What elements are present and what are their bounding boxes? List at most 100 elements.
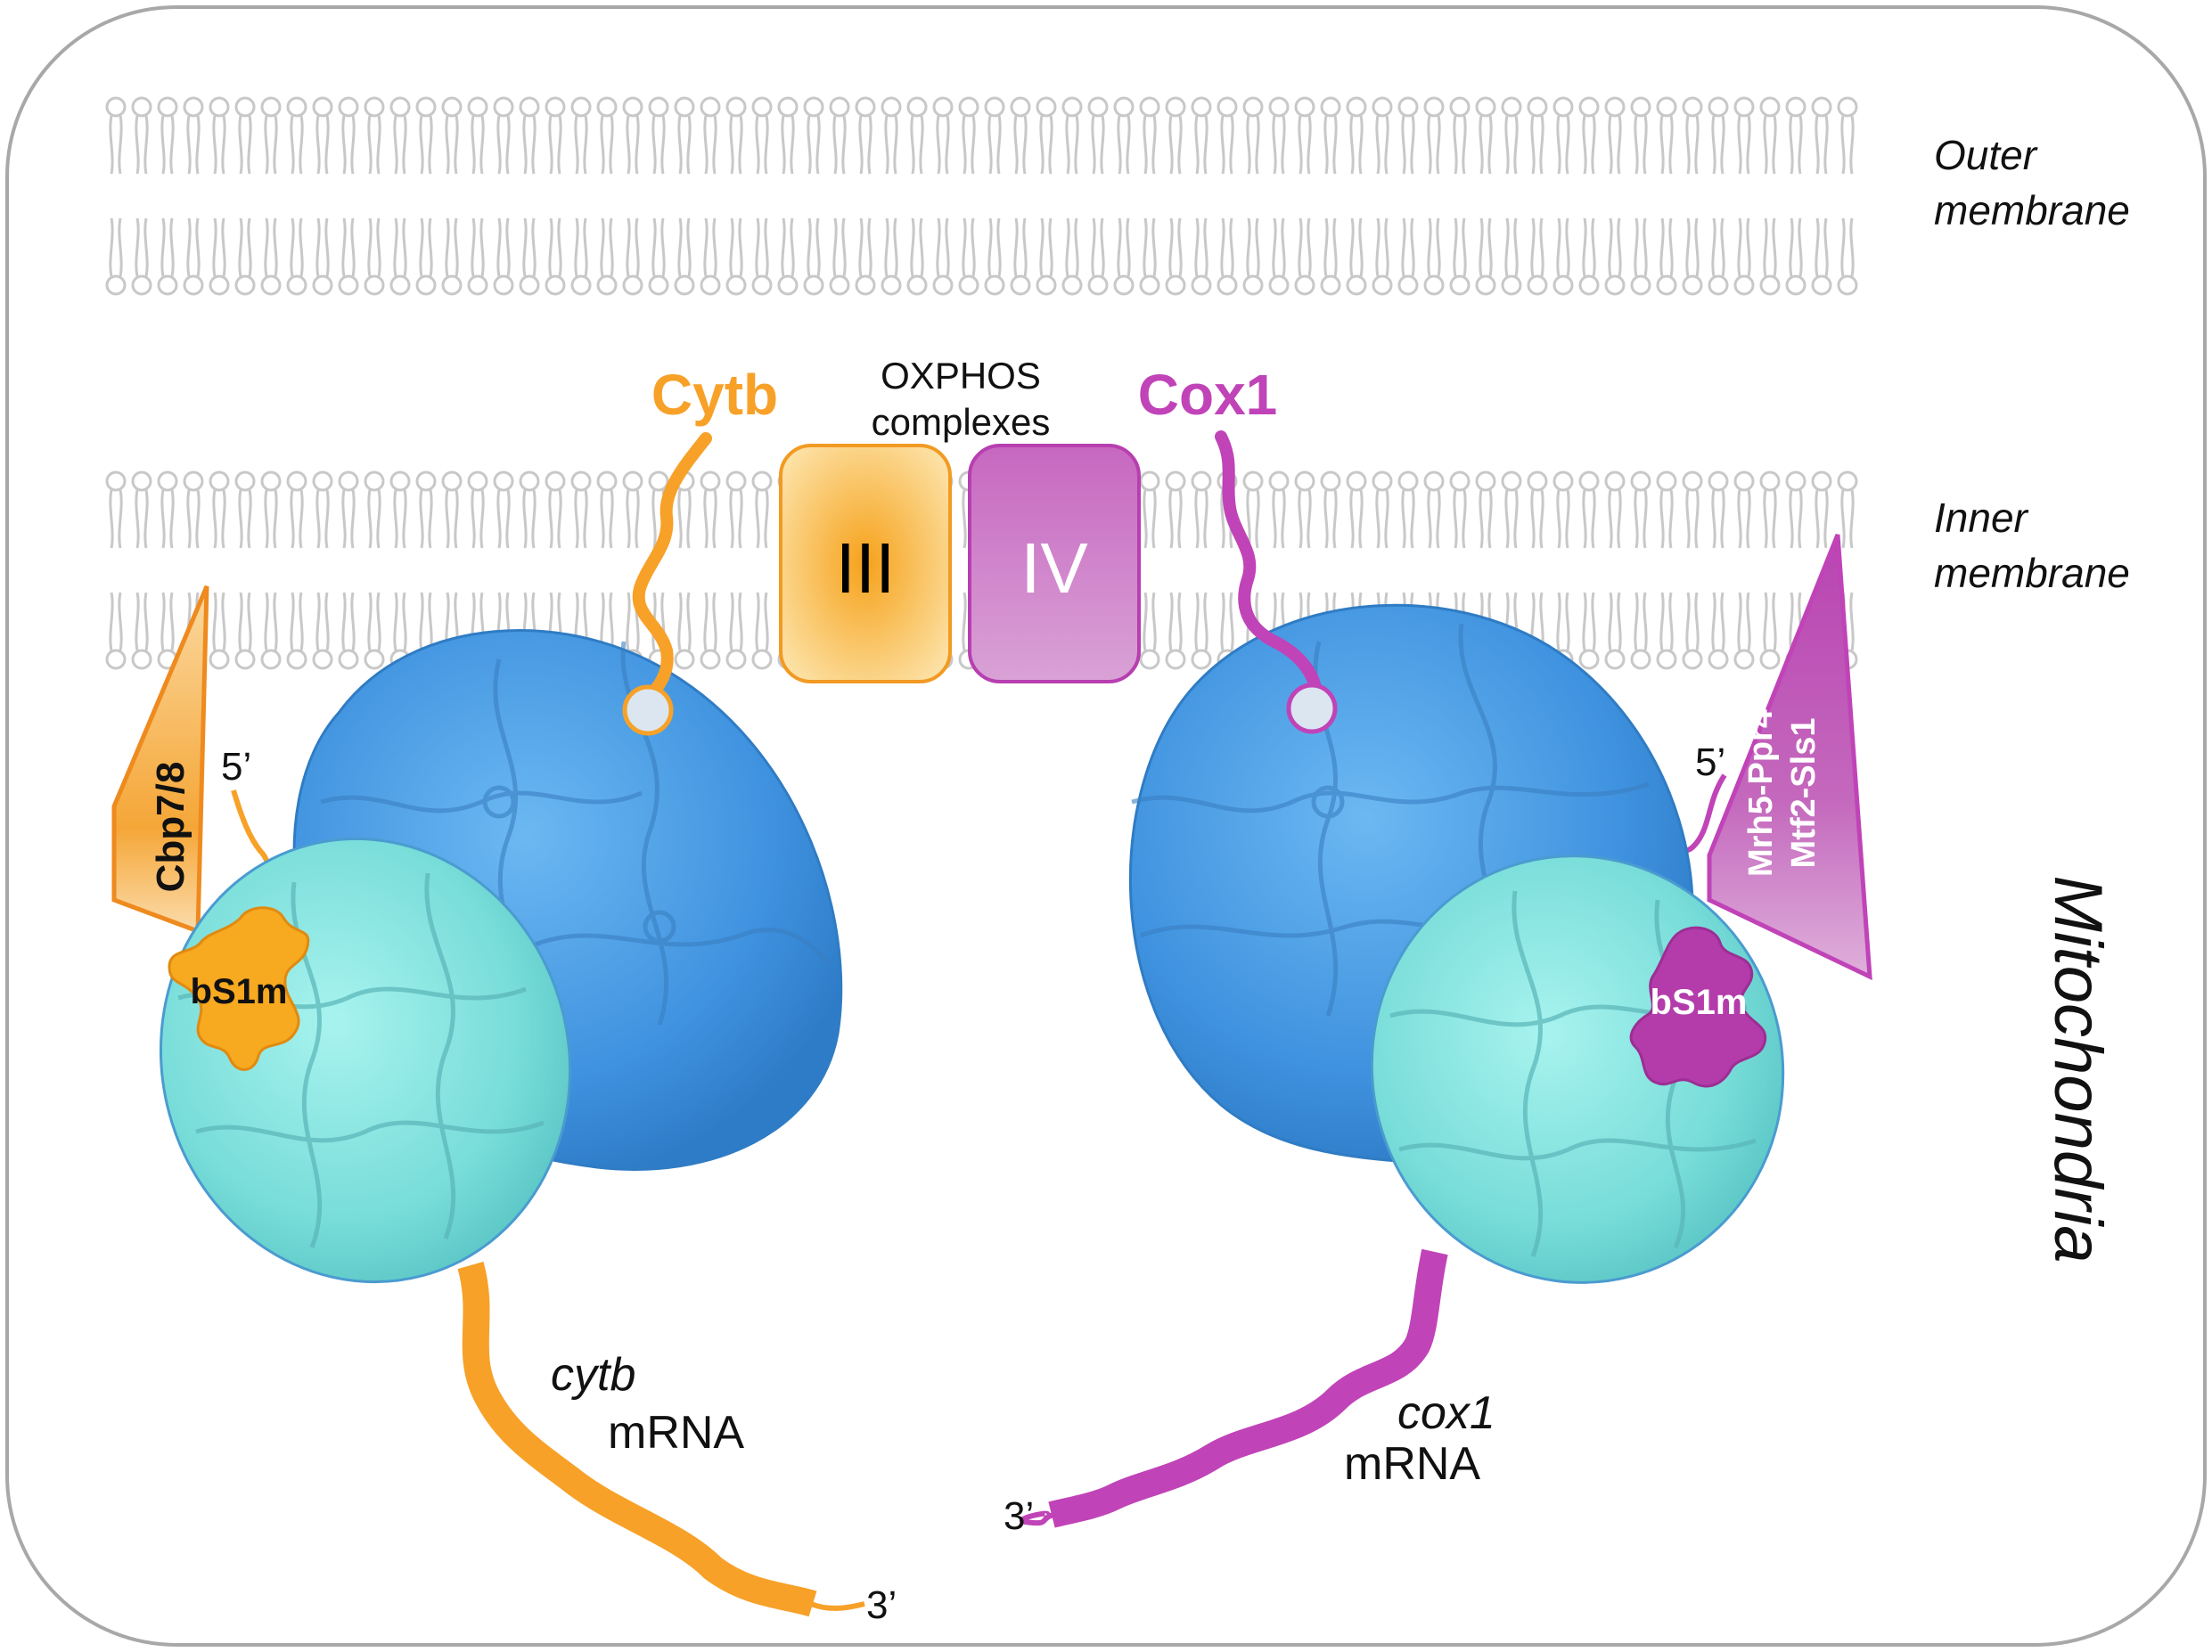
lipid-tail (341, 217, 347, 277)
lipid-head (1501, 96, 1522, 118)
lipid-tail (238, 489, 243, 549)
lipid-tail (471, 489, 476, 549)
lipid-head (1191, 96, 1212, 118)
lipid-tail (686, 115, 692, 175)
lipid-tail (350, 217, 356, 277)
outer-membrane-label-line1: Outer (1934, 132, 2038, 178)
lipid-tail (1487, 489, 1493, 549)
lipid-tail (1255, 489, 1260, 549)
lipid-tail (677, 489, 683, 549)
lipid-tail (341, 592, 347, 651)
lipid-tail (402, 489, 407, 549)
lipid-tail (1789, 489, 1794, 549)
lipid-tail (1479, 115, 1484, 175)
lipid-tail (471, 115, 476, 175)
cytb-nascent-chain (632, 432, 712, 710)
lipid-tail (936, 115, 941, 175)
lipid-tail (109, 115, 114, 175)
lipid-tail (712, 489, 717, 549)
lipid-tail (1151, 115, 1157, 175)
lipid-head (829, 96, 850, 118)
lipid-head (364, 274, 385, 296)
lipid-head (364, 470, 385, 492)
lipid-head (441, 470, 463, 492)
lipid-tail (660, 115, 666, 175)
lipid-head (751, 96, 773, 118)
lipid-tail (195, 217, 201, 277)
lipid-head (1837, 470, 1858, 492)
lipid-tail (1849, 115, 1855, 175)
lipid-tail (1479, 489, 1484, 549)
lipid-tail (1013, 217, 1019, 277)
lipid-tail (1582, 217, 1587, 277)
lipid-tail (1694, 217, 1700, 277)
lipid-tail (1323, 115, 1329, 175)
lipid-tail (169, 115, 175, 175)
lipid-tail (1539, 115, 1544, 175)
lipid-tail (393, 592, 398, 651)
lipid-tail (169, 217, 175, 277)
lipid-tail (962, 115, 967, 175)
lipid-tail (1272, 489, 1277, 549)
lipid-tail (686, 489, 692, 549)
left-five-prime-label: 5’ (221, 745, 251, 789)
lipid-tail (160, 592, 166, 651)
lipid-tail (522, 115, 528, 175)
lipid-tail (1436, 217, 1441, 277)
lipid-head (131, 649, 152, 670)
lipid-tail (609, 115, 614, 175)
lipid-tail (1720, 592, 1725, 651)
lipid-tail (790, 217, 795, 277)
lipid-tail (402, 217, 407, 277)
lipid-head (881, 96, 902, 118)
lipid-tail (626, 217, 631, 277)
lipid-tail (1840, 489, 1846, 549)
lipid-tail (1246, 115, 1251, 175)
complex-iii-label: III (836, 528, 896, 608)
lipid-tail (315, 592, 321, 651)
lipid-head (1656, 96, 1677, 118)
lipid-tail (755, 489, 760, 549)
lipid-tail (505, 489, 511, 549)
lipid-tail (169, 489, 175, 549)
lipid-tail (1323, 489, 1329, 549)
lipid-head (1811, 470, 1832, 492)
lipid-head (1475, 96, 1496, 118)
complex-iii-box (779, 444, 952, 683)
lipid-tail (1711, 489, 1716, 549)
lipid-tail (1815, 217, 1820, 277)
lipid-head (1397, 470, 1419, 492)
lipid-head (1733, 274, 1755, 296)
right-bs1m-label: bS1m (1651, 983, 1748, 1022)
lipid-tail (919, 217, 924, 277)
cox1-nascent-chain (1215, 430, 1323, 710)
mitochondria-label: Mitochondria (2040, 875, 2116, 1263)
lipid-tail (393, 115, 398, 175)
lipid-tail (1177, 115, 1183, 175)
lipid-tail (221, 115, 226, 175)
lipid-tail (1643, 592, 1648, 651)
left-mitoribosome: Cbp7/8 bS1m 5’ cytb mRNA 3’ (111, 432, 897, 1627)
lipid-head (906, 96, 928, 118)
lipid-head (1578, 649, 1600, 670)
lipid-head (183, 274, 204, 296)
lipid-tail (1194, 592, 1200, 651)
lipid-head (1139, 470, 1160, 492)
lipid-tail (1556, 592, 1561, 651)
lipid-tail (1229, 217, 1234, 277)
lipid-tail (1737, 592, 1742, 651)
lipid-tail (1022, 217, 1028, 277)
lipid-tail (651, 115, 657, 175)
lipid-tail (1100, 115, 1105, 175)
lipid-head (1217, 274, 1238, 296)
lipid-head (131, 274, 152, 296)
lipid-tail (1065, 115, 1070, 175)
lipid-tail (1168, 217, 1174, 277)
lipid-head (1475, 274, 1496, 296)
lipid-head (1682, 274, 1703, 296)
lipid-tail (1298, 489, 1303, 549)
lipid-tail (1720, 217, 1725, 277)
lipid-head (1552, 470, 1574, 492)
lipid-tail (1823, 489, 1829, 549)
